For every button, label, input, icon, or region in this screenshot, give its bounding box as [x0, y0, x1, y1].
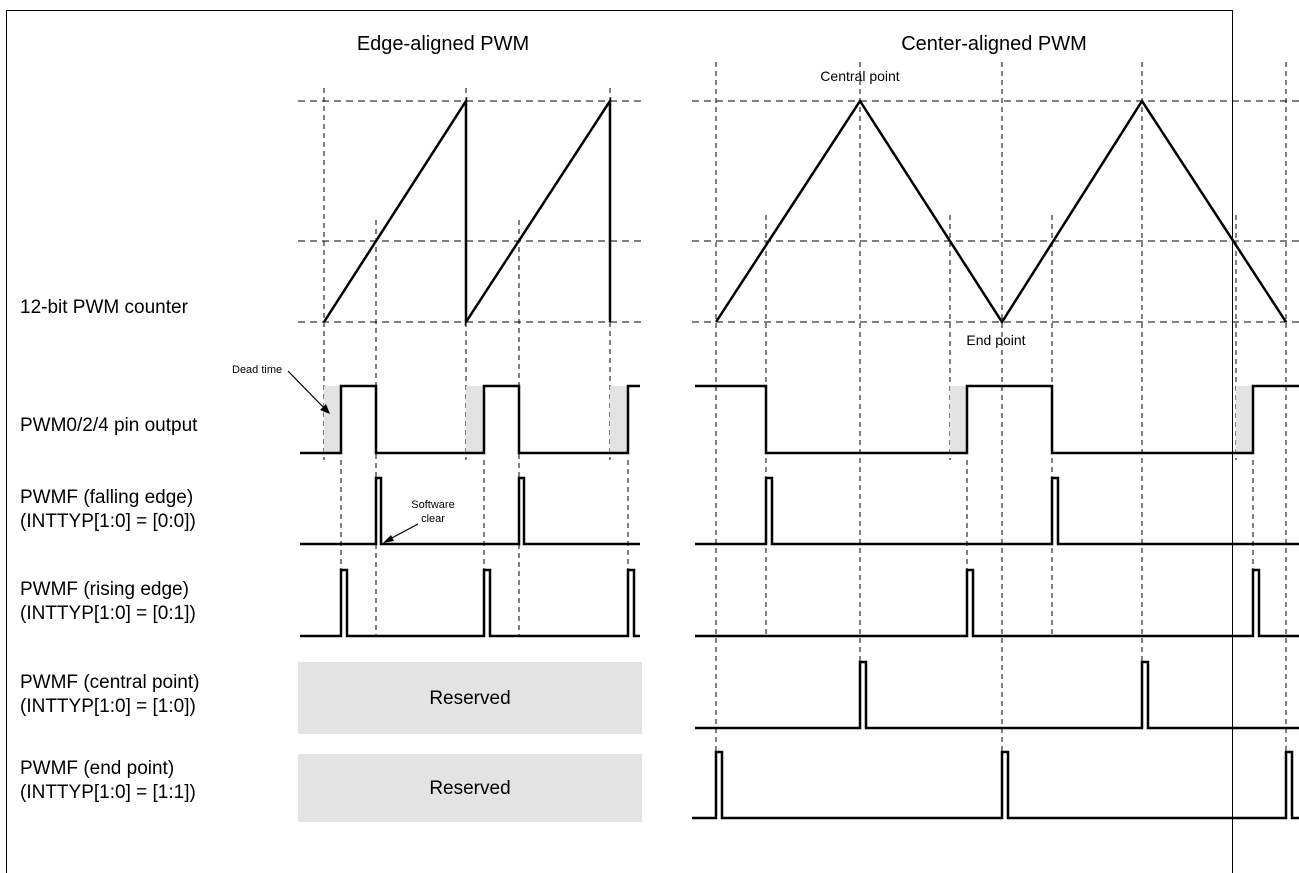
reserved-box-end: [298, 754, 642, 822]
central-point-label: PWMF (central point): [20, 672, 199, 693]
figure-frame: [6, 10, 1233, 873]
counter-level-lines: [298, 100, 1299, 323]
center-end-flag-wave: [692, 750, 1299, 820]
dead-time-annotation: Dead time: [232, 364, 282, 376]
dead-time-arrow: [287, 370, 330, 414]
center-aligned-title: Center-aligned PWM: [901, 33, 1087, 55]
falling-edge-inttyp-label: (INTTYP[1:0] = [0:0]): [20, 511, 196, 532]
software-clear-annotation-line2: clear: [421, 513, 445, 525]
software-clear-annotation-line1: Software: [411, 499, 454, 511]
end-point-label: PWMF (end point): [20, 758, 174, 779]
center-falling-flag-wave: [695, 476, 1299, 546]
software-clear-arrow: [383, 523, 419, 543]
edge-counter-sawtooth: [322, 96, 612, 327]
center-rising-flag-wave: [695, 568, 1299, 638]
falling-edge-label: PWMF (falling edge): [20, 487, 193, 508]
edge-rising-flag-wave: [300, 568, 640, 638]
central-point-inttyp-label: (INTTYP[1:0] = [1:0]): [20, 696, 196, 717]
rising-edge-label: PWMF (rising edge): [20, 579, 189, 600]
reserved-label-end: Reserved: [429, 778, 510, 799]
edge-pin-output-wave: [300, 384, 640, 455]
center-pin-output-wave: [695, 384, 1299, 455]
counter-label: 12-bit PWM counter: [20, 297, 189, 318]
edge-aligned-title: Edge-aligned PWM: [357, 33, 529, 55]
end-point-inttyp-label: (INTTYP[1:0] = [1:1]): [20, 782, 196, 803]
pin-output-label: PWM0/2/4 pin output: [20, 415, 198, 436]
end-point-annotation: End point: [966, 332, 1025, 348]
edge-falling-flag-wave: [300, 476, 640, 546]
dead-time-shading: [324, 386, 1253, 453]
center-central-flag-wave: [695, 660, 1299, 730]
rising-edge-inttyp-label: (INTTYP[1:0] = [0:1]): [20, 603, 196, 624]
reserved-label-central: Reserved: [429, 688, 510, 709]
central-point-annotation: Central point: [820, 68, 899, 84]
reserved-box-central: [298, 662, 642, 734]
center-counter-triangle: [714, 98, 1288, 325]
